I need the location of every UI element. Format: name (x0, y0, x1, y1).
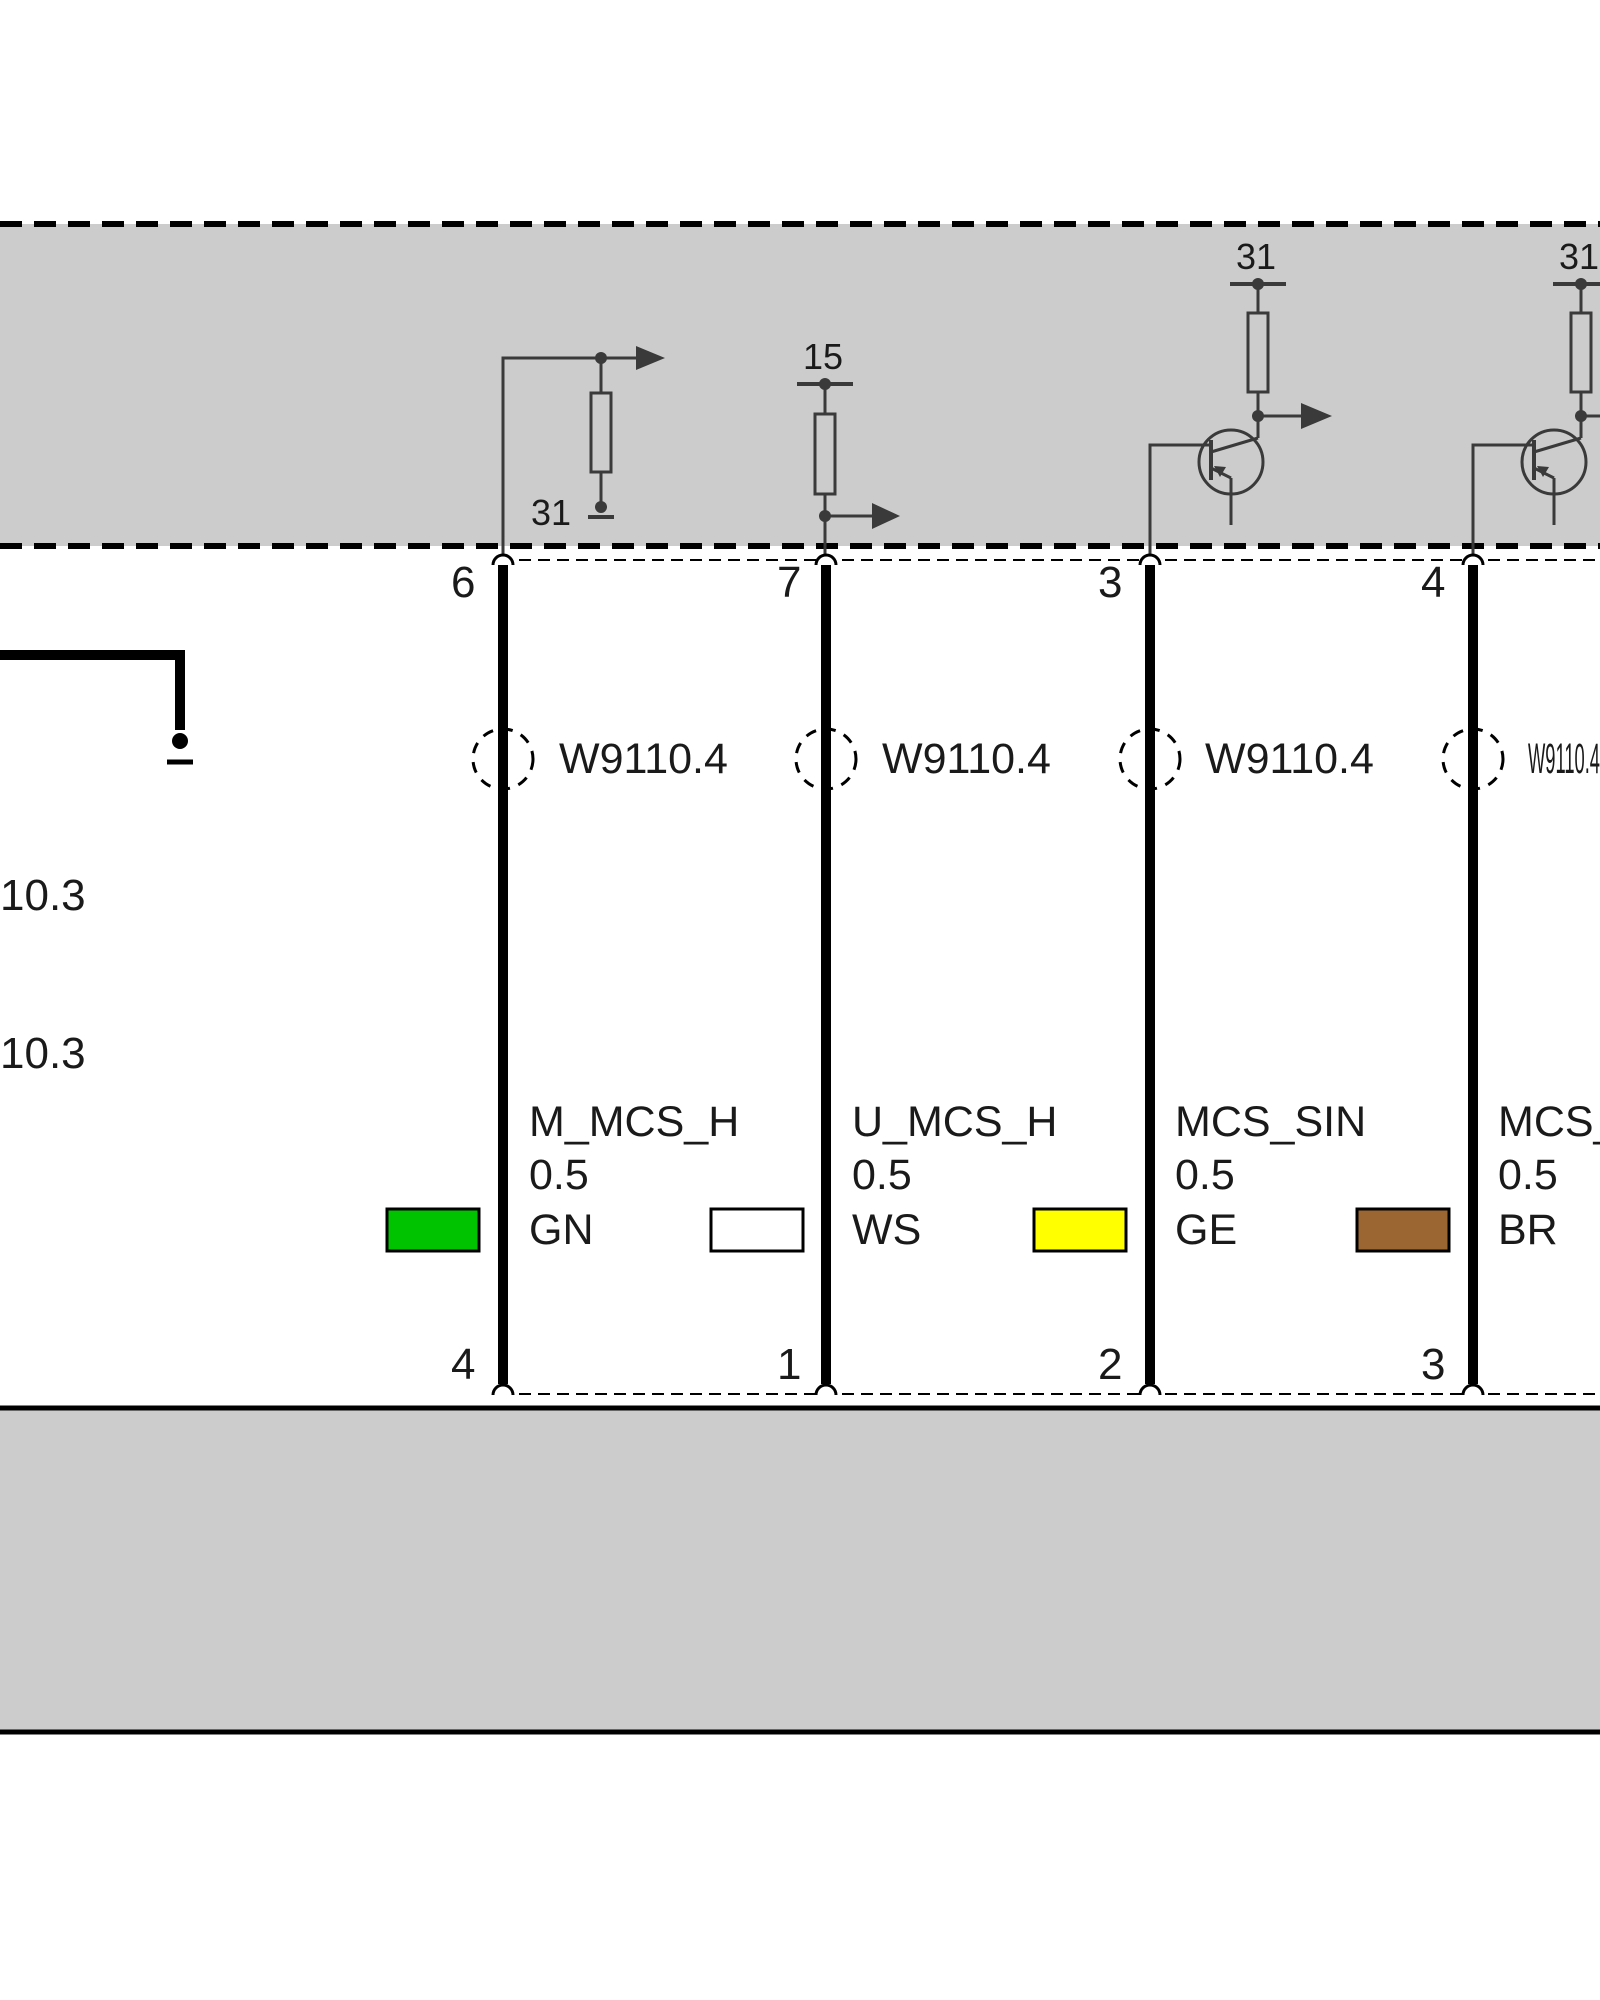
connector-pin-number: 2 (1098, 1340, 1122, 1389)
signal-name: U_MCS_H (852, 1098, 1058, 1146)
pin4-transistor-circuit (1471, 278, 1600, 555)
terminal-31b-label: 31 (1559, 236, 1599, 277)
page-reference: 10.3 (0, 1029, 86, 1078)
shield-reference: W9110.4 (559, 735, 728, 783)
page-reference: 10.3 (0, 871, 86, 920)
connector-pin-number: 4 (451, 1340, 475, 1389)
connector-pin-number: 7 (777, 558, 801, 607)
wire-gauge: 0.5 (852, 1151, 912, 1199)
wire-gauge: 0.5 (1175, 1151, 1235, 1199)
terminal-31-label: 31 (531, 492, 571, 533)
signal-name: MCS_SIN (1175, 1098, 1366, 1146)
connector-pin-number: 3 (1098, 558, 1122, 607)
wire-color-swatch (385, 1207, 481, 1253)
connector-pin-number: 6 (451, 558, 475, 607)
left-wire-fragment (0, 650, 193, 765)
signal-name: M_MCS_H (529, 1098, 739, 1146)
wire-color-swatch (1032, 1207, 1128, 1253)
wire-gauge: 0.5 (529, 1151, 589, 1199)
pin3-transistor-circuit (1148, 278, 1332, 555)
terminal-31a-label: 31 (1236, 236, 1276, 277)
wire-mcs-4[interactable] (1355, 553, 1505, 1396)
bottom-control-module (0, 1393, 1600, 1735)
signal-name: MCS_ (1498, 1098, 1600, 1146)
shield-reference: W9110.4 (1528, 735, 1600, 783)
wire-color-code: WS (852, 1206, 921, 1254)
wire-color-code: BR (1498, 1206, 1558, 1254)
wire-color-code: GN (529, 1206, 594, 1254)
terminal-15-label: 15 (803, 336, 843, 377)
transistor-emitter-arrow-icon (1537, 466, 1549, 477)
transistor-emitter-arrow-icon (1214, 466, 1226, 477)
wire-mcs-sin[interactable] (1032, 553, 1182, 1396)
wire-color-swatch (709, 1207, 805, 1253)
pin6-pulldown-circuit (501, 346, 665, 555)
connector-pin-number: 1 (777, 1340, 801, 1389)
connector-pin-number: 4 (1421, 558, 1445, 607)
wire-u-mcs-h[interactable] (709, 553, 858, 1396)
wire-color-swatch (1355, 1207, 1451, 1253)
shield-reference: W9110.4 (1205, 735, 1374, 783)
pin7-pullup-circuit (797, 378, 900, 555)
wire-gauge: 0.5 (1498, 1151, 1558, 1199)
wire-m-mcs-h[interactable] (385, 553, 535, 1396)
shield-reference: W9110.4 (882, 735, 1051, 783)
top-control-module (0, 221, 1600, 561)
wire-color-code: GE (1175, 1206, 1237, 1254)
connector-pin-number: 3 (1421, 1340, 1445, 1389)
